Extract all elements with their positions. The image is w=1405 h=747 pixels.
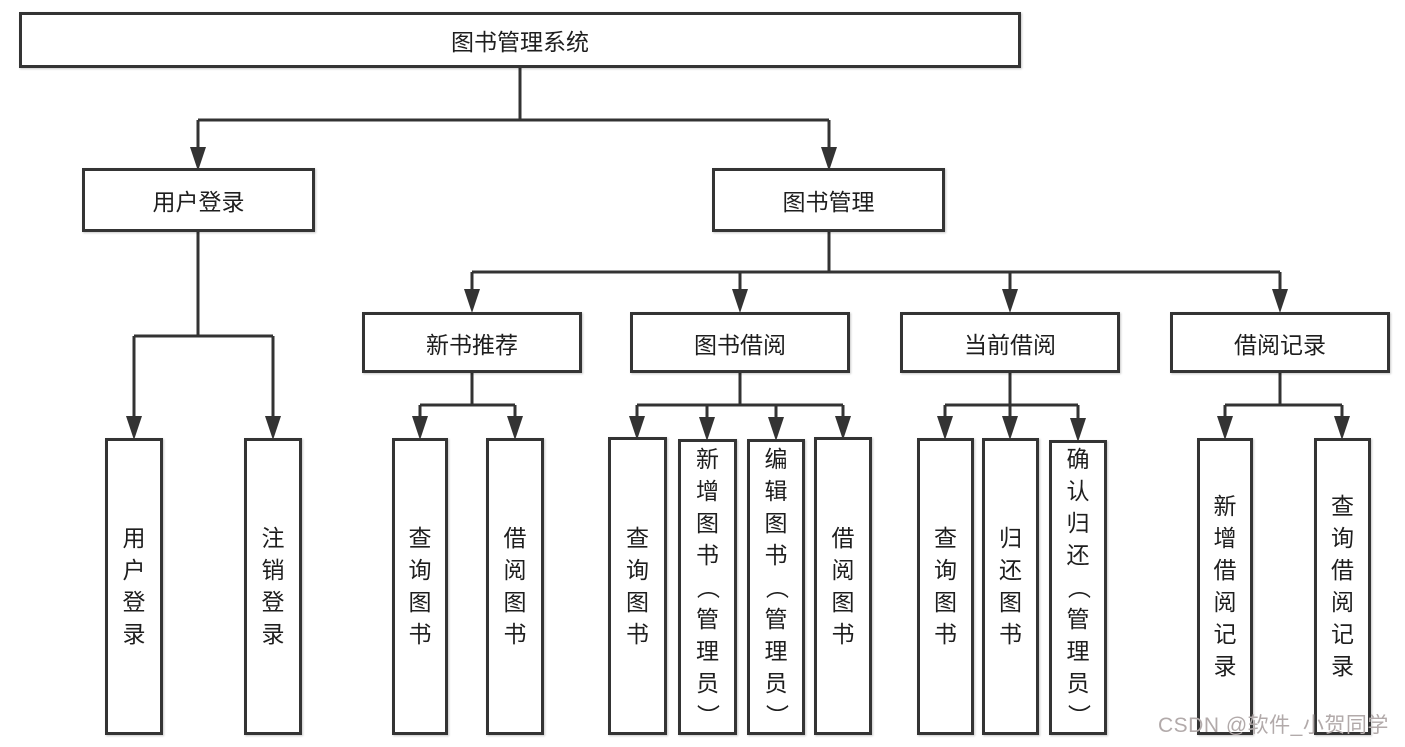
node-label: 借阅图书 xyxy=(503,525,527,647)
node-book-management: 图书管理 xyxy=(712,168,945,232)
node-label: 用户登录 xyxy=(122,525,146,647)
leaf-borrow-books-recommend: 借阅图书 xyxy=(486,438,544,735)
node-book-borrow: 图书借阅 xyxy=(630,312,850,373)
node-label: 借阅图书 xyxy=(831,524,855,647)
node-label: 查询图书 xyxy=(408,525,432,647)
node-label: 归还图书 xyxy=(999,525,1022,647)
node-label: 注销登录 xyxy=(261,525,285,647)
leaf-borrow-books: 借阅图书 xyxy=(814,437,872,735)
node-label: 确认归还（管理员） xyxy=(1065,446,1092,728)
node-label: 图书借阅 xyxy=(694,331,786,358)
node-current-borrow: 当前借阅 xyxy=(900,312,1120,373)
node-label: 图书管理 xyxy=(782,189,875,215)
node-label: 新增借阅记录 xyxy=(1213,493,1237,679)
node-label: 当前借阅 xyxy=(964,331,1056,358)
leaf-confirm-return-admin: 确认归还（管理员） xyxy=(1049,440,1107,735)
node-label: 新增图书（管理员） xyxy=(695,445,721,727)
node-label: 借阅记录 xyxy=(1234,331,1326,358)
node-label: 查询借阅记录 xyxy=(1331,493,1354,679)
node-label: 图书管理系统 xyxy=(451,29,589,55)
leaf-edit-books-admin: 编辑图书（管理员） xyxy=(747,439,805,735)
csdn-watermark: CSDN @软件_小贺同学 xyxy=(1158,714,1389,737)
node-user-login: 用户登录 xyxy=(82,168,315,232)
node-label: 查询图书 xyxy=(626,524,649,647)
leaf-add-books-admin: 新增图书（管理员） xyxy=(678,439,737,735)
node-new-book-recommend: 新书推荐 xyxy=(362,312,582,373)
leaf-logout: 注销登录 xyxy=(244,438,302,735)
leaf-user-login: 用户登录 xyxy=(105,438,163,735)
leaf-query-books-borrow: 查询图书 xyxy=(608,437,667,735)
leaf-query-books-current: 查询图书 xyxy=(917,438,974,735)
leaf-add-borrow-record: 新增借阅记录 xyxy=(1197,438,1253,735)
node-label: 新书推荐 xyxy=(426,331,518,358)
node-label: 用户登录 xyxy=(152,189,245,215)
node-label: 编辑图书（管理员） xyxy=(763,445,790,727)
node-library-system: 图书管理系统 xyxy=(19,12,1021,68)
leaf-query-borrow-record: 查询借阅记录 xyxy=(1314,438,1371,735)
node-borrow-records: 借阅记录 xyxy=(1170,312,1390,373)
leaf-query-books-recommend: 查询图书 xyxy=(392,438,448,735)
leaf-return-books: 归还图书 xyxy=(982,438,1039,735)
node-label: 查询图书 xyxy=(934,525,957,647)
